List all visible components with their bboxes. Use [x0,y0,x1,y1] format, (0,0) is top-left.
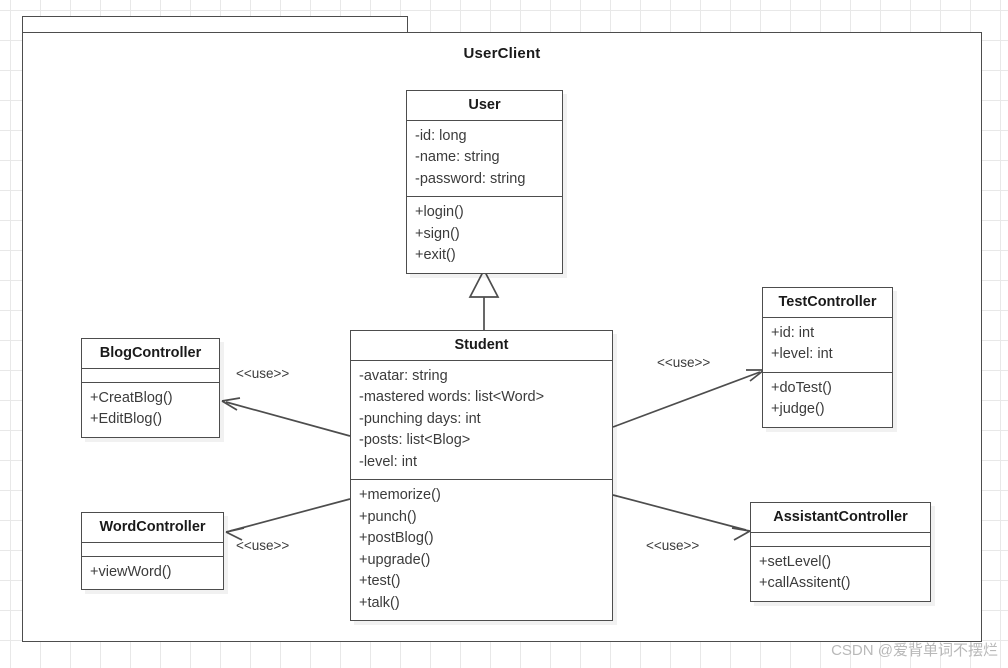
class-name-wordcontroller: WordController [82,513,223,543]
method-item: +judge() [771,401,825,418]
class-name-student: Student [351,331,612,361]
class-box-blogcontroller[interactable]: BlogController +CreatBlog() +EditBlog() [81,338,220,438]
class-box-testcontroller[interactable]: TestController +id: int +level: int +doT… [762,287,893,428]
class-box-user[interactable]: User -id: long -name: string -password: … [406,90,563,274]
method-item: +memorize() [359,487,441,504]
csdn-watermark: CSDN @爱背单词不摆烂 [831,642,998,659]
method-item: +postBlog() [359,530,434,547]
class-attributes-blogcontroller [82,369,219,383]
attribute-item: -password: string [415,170,526,187]
class-name-user: User [407,91,562,121]
method-item: +doTest() [771,379,832,396]
class-name-assistantcontroller: AssistantController [751,503,930,533]
class-methods-testcontroller: +doTest() +judge() [763,373,892,427]
attribute-item: -punching days: int [359,410,481,427]
attribute-item: +level: int [771,346,833,363]
edge-label-test: <<use>> [657,355,711,370]
method-item: +talk() [359,594,400,611]
class-attributes-assistantcontroller [751,533,930,547]
attribute-item: -posts: list<Blog> [359,432,471,449]
attribute-item: -mastered words: list<Word> [359,389,545,406]
class-methods-user: +login() +sign() +exit() [407,197,562,272]
class-attributes-student: -avatar: string -mastered words: list<Wo… [351,361,612,481]
method-item: +setLevel() [759,554,832,570]
method-item: +callAssitent() [759,575,851,592]
method-item: +upgrade() [359,551,431,568]
method-item: +test() [359,573,401,590]
edge-label-word: <<use>> [236,538,290,553]
method-item: +login() [415,204,464,221]
attribute-item: -avatar: string [359,368,448,384]
class-methods-blogcontroller: +CreatBlog() +EditBlog() [82,383,219,437]
class-attributes-user: -id: long -name: string -password: strin… [407,121,562,198]
method-item: +viewWord() [90,564,172,580]
class-box-student[interactable]: Student -avatar: string -mastered words:… [350,330,613,621]
class-name-testcontroller: TestController [763,288,892,318]
attribute-item: +id: int [771,325,815,341]
method-item: +CreatBlog() [90,390,173,406]
class-box-wordcontroller[interactable]: WordController +viewWord() [81,512,224,591]
class-attributes-testcontroller: +id: int +level: int [763,318,892,373]
method-item: +punch() [359,508,417,525]
class-methods-assistantcontroller: +setLevel() +callAssitent() [751,547,930,601]
method-item: +sign() [415,225,460,242]
class-methods-student: +memorize() +punch() +postBlog() +upgrad… [351,480,612,620]
attribute-item: -level: int [359,453,418,470]
class-name-blogcontroller: BlogController [82,339,219,369]
edge-label-assistant: <<use>> [646,538,700,553]
class-attributes-wordcontroller [82,543,223,557]
method-item: +EditBlog() [90,411,163,428]
package-title: UserClient [463,45,541,62]
package-tab [22,16,408,33]
attribute-item: -name: string [415,149,500,166]
class-methods-wordcontroller: +viewWord() [82,557,223,589]
class-box-assistantcontroller[interactable]: AssistantController +setLevel() +callAss… [750,502,931,602]
edge-label-blog: <<use>> [236,366,290,381]
method-item: +exit() [415,247,456,264]
attribute-item: -id: long [415,128,467,144]
